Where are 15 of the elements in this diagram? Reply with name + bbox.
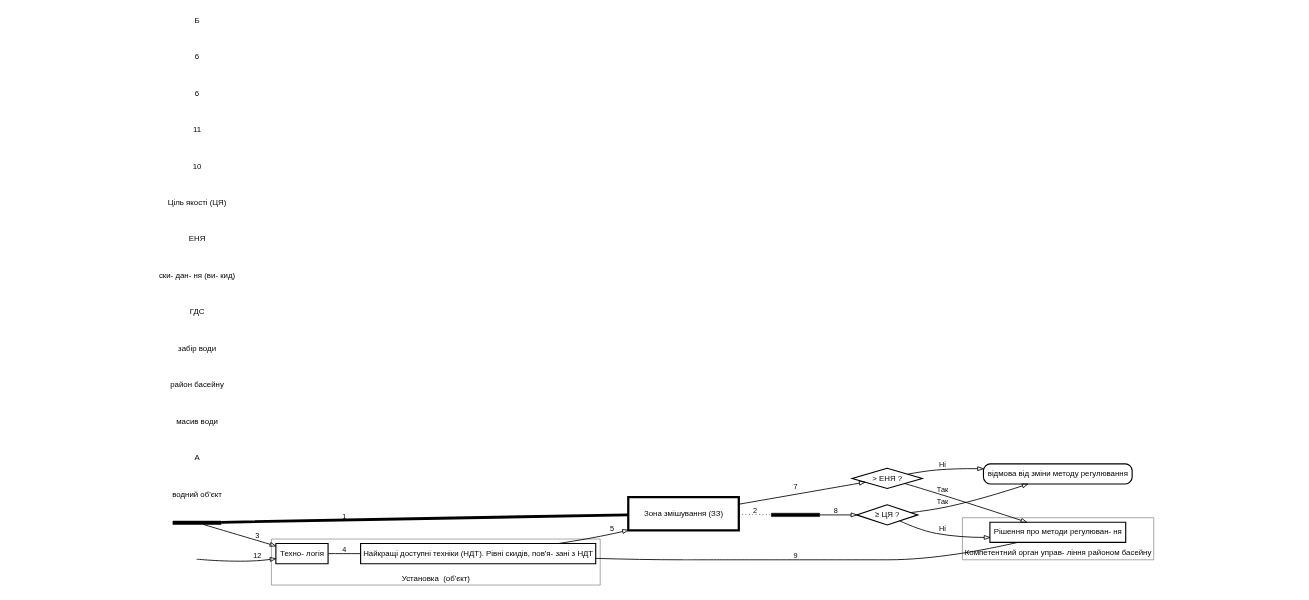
arrow [910, 483, 1029, 513]
arrow [899, 520, 991, 540]
arrow [907, 466, 984, 475]
node-bar [172, 520, 222, 525]
arrow [819, 512, 858, 518]
arrow [904, 483, 1028, 523]
connector [595, 542, 1019, 561]
node-bar [771, 512, 820, 517]
arrow [558, 529, 629, 544]
arrow [197, 557, 277, 562]
connector [327, 553, 361, 555]
arrow [738, 480, 866, 505]
arrow [202, 524, 277, 547]
connector [221, 513, 629, 524]
connector [738, 513, 772, 516]
